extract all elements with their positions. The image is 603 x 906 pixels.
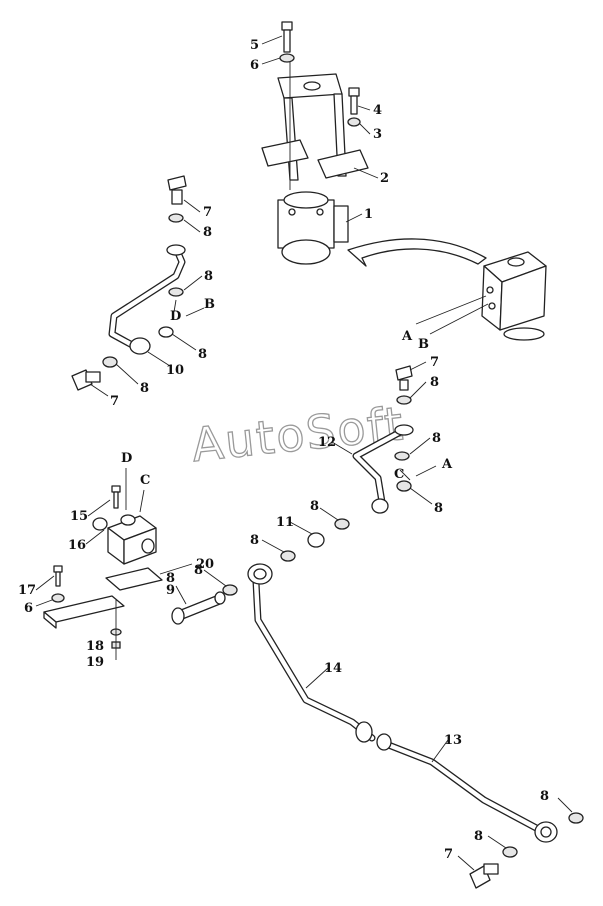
- port-b-leader-upper: [185, 307, 205, 317]
- valve-block-16: [92, 514, 157, 565]
- washer-8-mid-b: [394, 451, 410, 461]
- banjo-bolt-7-mid: [395, 365, 413, 391]
- fitting-10: [129, 326, 174, 355]
- callout-8-mid-c: 8: [434, 501, 443, 516]
- washer-8-upper-c: [102, 356, 118, 368]
- fitting-11: [307, 532, 325, 548]
- callout-6-lower: 6: [24, 601, 33, 616]
- washer-8-upper-b: [168, 287, 184, 297]
- callout-7-mid: 7: [430, 355, 439, 370]
- bolt-15: [111, 485, 121, 509]
- callout-5: 5: [250, 38, 259, 53]
- callout-8-upper-a: 8: [203, 225, 212, 240]
- callout-4: 4: [373, 103, 382, 118]
- port-label-b-detail: B: [418, 337, 429, 352]
- view-arrow: [347, 238, 487, 267]
- callout-8-mid-e: 8: [250, 533, 259, 548]
- pipe-upper-left: [108, 244, 186, 350]
- port-a-leader: [415, 295, 487, 325]
- callout-3: 3: [373, 127, 382, 142]
- callout-8-low-c: 8: [474, 829, 483, 844]
- washer-8-mid-d: [334, 518, 350, 530]
- pipe-12: [352, 424, 414, 514]
- callout-8-upper-c: 8: [198, 347, 207, 362]
- port-c-arrow: [139, 489, 145, 513]
- callout-8-low-a: 8: [194, 563, 203, 578]
- callout-11: 11: [276, 515, 294, 530]
- callout-16: 16: [68, 538, 86, 553]
- washer-8-low-b: [568, 812, 584, 824]
- port-label-a-detail: A: [401, 329, 413, 344]
- callout-10: 10: [166, 363, 184, 378]
- washer-8-low-c: [502, 846, 518, 858]
- washer-6-lower: [51, 593, 65, 603]
- callout-19: 19: [86, 655, 104, 670]
- callout-18: 18: [86, 639, 104, 654]
- callout-15: 15: [70, 509, 88, 524]
- callout-7-left: 7: [110, 394, 119, 409]
- bolt-4: [348, 87, 360, 115]
- fitting-9: [171, 591, 226, 625]
- bolt-5: [281, 21, 293, 53]
- callout-8-mid-a: 8: [430, 375, 439, 390]
- washer-8-upper-a: [168, 213, 184, 223]
- pipe-13: [376, 733, 558, 843]
- port-label-b-upper: B: [204, 297, 215, 312]
- port-b-leader: [429, 303, 489, 335]
- port-label-a-mid: A: [441, 457, 453, 472]
- washer-8-mid-e: [280, 550, 296, 562]
- steering-unit-bracket: [261, 60, 369, 190]
- washer-8-mid-c: [396, 480, 412, 492]
- washer-8-low-a: [222, 584, 238, 596]
- port-label-c-mid: C: [394, 467, 404, 482]
- callout-20: 20: [196, 557, 214, 572]
- port-label-d-upper: D: [170, 309, 181, 324]
- callout-17: 17: [18, 583, 36, 598]
- callout-1: 1: [364, 207, 373, 222]
- callout-8-upper-b: 8: [204, 269, 213, 284]
- leader-lines: [35, 35, 573, 871]
- callout-8-upper-d: 8: [140, 381, 149, 396]
- washer-8-mid-a: [396, 395, 412, 405]
- callout-8-low-d: 8: [166, 571, 175, 586]
- callout-12: 12: [318, 435, 336, 450]
- port-a-leader-mid: [415, 465, 437, 477]
- banjo-bolt-7-low: [469, 863, 499, 889]
- pipe-14: [247, 563, 376, 743]
- mount-plate-20: [43, 567, 163, 629]
- port-label-d-valve: D: [121, 451, 132, 466]
- callout-8-low-b: 8: [540, 789, 549, 804]
- washer-6: [279, 53, 295, 63]
- watermark-text: AutoSoft: [189, 396, 407, 472]
- banjo-bolt-7-upper: [167, 175, 187, 205]
- steering-unit-detail: [481, 251, 547, 341]
- washer-3: [347, 117, 361, 127]
- callout-8-mid-b: 8: [432, 431, 441, 446]
- callout-7-low: 7: [444, 847, 453, 862]
- callout-14: 14: [324, 661, 342, 676]
- steering-unit-1: [277, 191, 349, 265]
- callout-2: 2: [380, 171, 389, 186]
- port-d-leader-upper: [173, 299, 177, 313]
- bolt-17: [53, 565, 63, 587]
- callout-9: 9: [166, 583, 175, 598]
- callout-13: 13: [444, 733, 462, 748]
- callout-8-mid-d: 8: [310, 499, 319, 514]
- port-label-c-valve: C: [140, 473, 150, 488]
- banjo-bolt-7-left: [71, 369, 101, 391]
- callout-6: 6: [250, 58, 259, 73]
- callout-labels: 5 6 4 3 2 1 7 8 8 D B 8 10 8 7 A B 7 8 1…: [18, 38, 549, 862]
- port-c-leader-mid: [399, 469, 411, 481]
- callout-7-upper: 7: [203, 205, 212, 220]
